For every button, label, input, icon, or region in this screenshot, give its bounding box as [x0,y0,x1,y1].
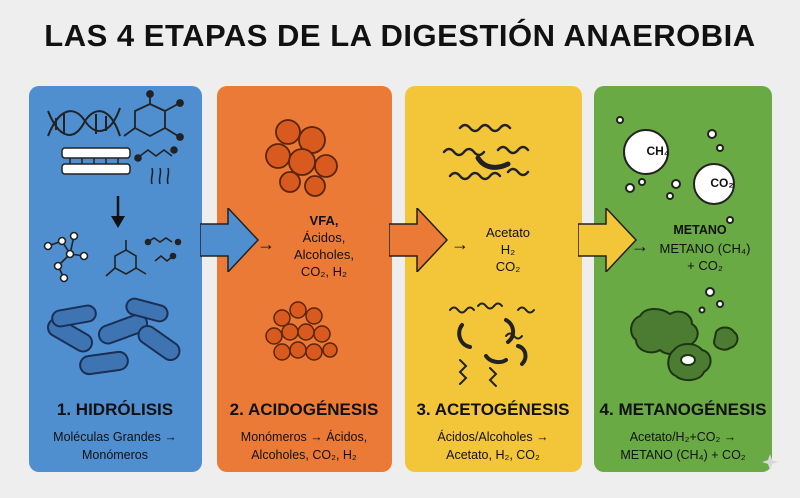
stage-panel-acetogenesis [405,86,582,472]
stage-desc-metanogenesis: Acetato/H₂+CO₂ → METANO (CH₄) + CO₂ [583,428,783,464]
product-line: CO₂, H₂ [300,264,348,279]
metano-heading: METANO [673,223,727,237]
dna-icon [47,107,121,137]
stage-desc-hidrolisis: Moléculas Grandes → Monómeros [15,428,215,464]
desc-line: Ácidos/Alcoholes → [437,430,549,444]
product-line: Acetato [485,225,531,240]
archaea-icon [630,308,739,382]
stage-desc-acetogenesis: Ácidos/Alcoholes → Acetato, H₂, CO₂ [393,428,593,464]
lipid-membrane-icon [61,147,131,175]
product-line: CO₂ [495,259,521,274]
stage-title-acetogenesis: 3. ACETOGÉNESIS [416,400,570,419]
metanogenesis-products: METANO (CH₄) + CO₂ [650,240,760,274]
product-arrow-3: → [451,234,469,254]
molecule-icon [123,90,184,141]
desc-line: METANO (CH₄) + CO₂ [620,448,746,462]
product-line: Alcoholes, [294,247,354,262]
bubble-label-co2: CO₂ [710,176,734,190]
desc-line: Acetato, H₂, CO₂ [446,448,540,462]
desc-line: Monómeros → Ácidos, [240,430,368,444]
stage-desc-acidogenesis: Monómeros → Ácidos, Alcoholes, CO₂, H₂ [204,428,404,464]
stage-title-hidrolisis: 1. HIDRÓLISIS [56,400,174,419]
stage-title-acidogenesis: 2. ACIDOGÉNESIS [229,400,379,419]
desc-line: Monómeros [82,448,148,462]
spirillum-icon [442,123,530,181]
page-title: LAS 4 ETAPAS DE LA DIGESTIÓN ANAEROBIA [44,18,756,53]
product-line: + CO₂ [687,258,723,273]
hidrolisis-illustration [43,90,184,376]
stage-arrow-3-icon [578,208,638,272]
bacteria-icon [47,297,181,376]
bubble-label-ch4: CH₄ [646,144,670,158]
desc-line: Acetato/H₂+CO₂ → [629,430,737,444]
product-arrow-4: → [631,236,649,256]
stage-arrow-1-icon [200,208,260,272]
cocci-cluster-icon [265,301,338,361]
acetogenesis-illustration [442,123,535,387]
product-line: METANO (CH₄) [659,241,751,256]
acetogenesis-products: Acetato H₂ CO₂ [472,224,544,275]
acidogenesis-illustration [265,119,338,361]
product-line: VFA, [309,213,339,228]
product-line: H₂ [500,242,516,257]
product-line: Ácidos, [302,230,346,245]
acidogenesis-products: VFA, Ácidos, Alcoholes, CO₂, H₂ [276,212,372,280]
product-arrow-2: → [257,234,275,254]
stage-arrow-2-icon [389,208,449,272]
desc-line: Alcoholes, CO₂, H₂ [251,448,357,462]
vibrio-icon [457,318,528,366]
gas-bubble-icon [616,116,735,314]
metanogenesis-illustration [616,116,739,382]
cocci-cluster-icon [265,119,338,197]
stage-title-metanogenesis: 4. METANOGÉNESIS [599,400,767,419]
desc-line: Moléculas Grandes → [53,430,177,444]
sparkle-icon [762,454,778,470]
